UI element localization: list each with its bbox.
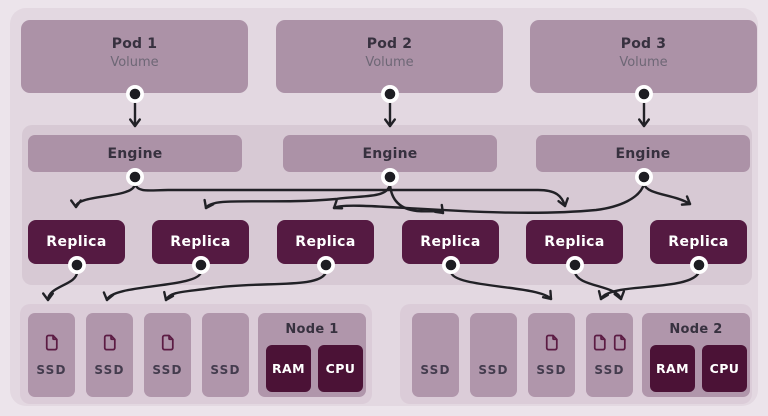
ssd-label: SSD bbox=[210, 363, 241, 377]
pod-3-title: Pod 3 bbox=[620, 36, 667, 52]
replica-2-label: Replica bbox=[170, 234, 231, 250]
file-icon bbox=[161, 334, 174, 350]
pod-1-title: Pod 1 bbox=[111, 36, 158, 52]
replica-1-label: Replica bbox=[46, 234, 107, 250]
engine-2-label: Engine bbox=[362, 145, 418, 162]
node-1-cpu-chip: CPU bbox=[318, 345, 363, 392]
ssd-label: SSD bbox=[94, 363, 125, 377]
file-icon bbox=[613, 334, 626, 350]
replica-4-box: Replica bbox=[402, 220, 499, 264]
pod-2-box: Pod 2 Volume bbox=[276, 20, 503, 93]
replica-5-label: Replica bbox=[544, 234, 605, 250]
pod-2-title: Pod 2 bbox=[366, 36, 413, 52]
pod-2-volume-label: Volume bbox=[365, 55, 414, 70]
replica-6-label: Replica bbox=[668, 234, 729, 250]
node-2-ram-chip: RAM bbox=[650, 345, 695, 392]
ssd-label: SSD bbox=[478, 363, 509, 377]
ram-label: RAM bbox=[272, 361, 305, 376]
ssd-label: SSD bbox=[536, 363, 567, 377]
replica-1-box: Replica bbox=[28, 220, 125, 264]
engine-1-box: Engine bbox=[28, 135, 242, 172]
node-1-label: Node 1 bbox=[285, 322, 339, 337]
ssd-label: SSD bbox=[36, 363, 67, 377]
node2-ssd-1: SSD bbox=[412, 313, 459, 397]
ssd-label: SSD bbox=[420, 363, 451, 377]
replica-3-label: Replica bbox=[295, 234, 356, 250]
file-icon bbox=[103, 334, 116, 350]
engine-1-label: Engine bbox=[107, 145, 163, 162]
node1-ssd-3: SSD bbox=[144, 313, 191, 397]
pod-1-box: Pod 1 Volume bbox=[21, 20, 248, 93]
file-icon bbox=[45, 334, 58, 350]
node-2-label: Node 2 bbox=[669, 322, 723, 337]
pod-3-volume-label: Volume bbox=[619, 55, 668, 70]
engine-2-box: Engine bbox=[283, 135, 497, 172]
ssd-label: SSD bbox=[152, 363, 183, 377]
ssd-label: SSD bbox=[594, 363, 625, 377]
node2-ssd-2: SSD bbox=[470, 313, 517, 397]
engine-3-box: Engine bbox=[536, 135, 750, 172]
pod-1-volume-label: Volume bbox=[110, 55, 159, 70]
ram-label: RAM bbox=[656, 361, 689, 376]
file-icon bbox=[545, 334, 558, 350]
replica-3-box: Replica bbox=[277, 220, 374, 264]
node-1-ram-chip: RAM bbox=[266, 345, 311, 392]
node2-ssd-3: SSD bbox=[528, 313, 575, 397]
replica-5-box: Replica bbox=[526, 220, 623, 264]
node2-ssd-4: SSD bbox=[586, 313, 633, 397]
node1-ssd-2: SSD bbox=[86, 313, 133, 397]
node1-ssd-1: SSD bbox=[28, 313, 75, 397]
file-icon bbox=[593, 334, 606, 350]
replica-4-label: Replica bbox=[420, 234, 481, 250]
node-2-cpu-chip: CPU bbox=[702, 345, 747, 392]
engine-3-label: Engine bbox=[615, 145, 671, 162]
replica-6-box: Replica bbox=[650, 220, 747, 264]
pod-3-box: Pod 3 Volume bbox=[530, 20, 757, 93]
node-1-box: Node 1 RAM CPU bbox=[258, 313, 366, 397]
replica-2-box: Replica bbox=[152, 220, 249, 264]
node-2-box: Node 2 RAM CPU bbox=[642, 313, 750, 397]
cpu-label: CPU bbox=[325, 361, 356, 376]
cpu-label: CPU bbox=[709, 361, 740, 376]
node1-ssd-4: SSD bbox=[202, 313, 249, 397]
